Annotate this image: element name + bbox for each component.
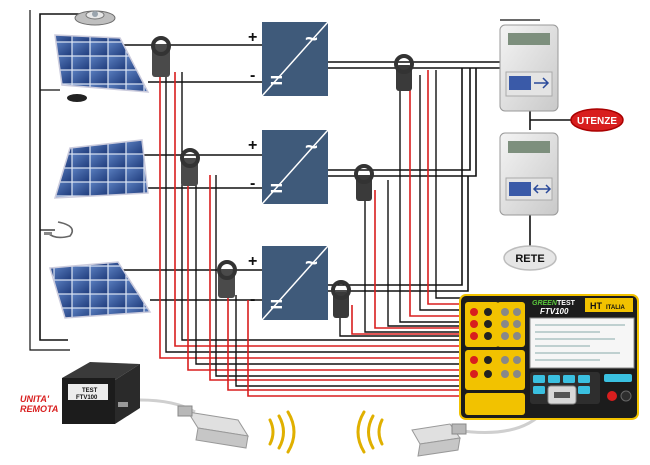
current-clamp-1 [151,36,171,77]
instrument-test: TEST [557,300,576,307]
instrument-maker-sub: ITALIA [606,305,626,311]
inverter-2-minus: - [250,175,255,192]
current-clamp-6 [331,280,351,318]
inverter-2-dc-symbol: = [270,176,283,201]
remote-unit-label-line1: UNITA' [20,394,50,404]
instrument-maker: HT [590,301,602,311]
bidirectional-arrow-icon [532,184,552,194]
irradiance-sensor [74,10,116,26]
remote-unit: TEST FTV100 [62,362,140,424]
energy-meter-production [499,24,559,112]
inverter-3-ac-symbol: ~ [305,250,318,275]
instrument-brand: GREEN [532,300,558,307]
inverter-3-plus: + [248,253,257,270]
temperature-probe [44,221,74,239]
inverter-1-ac-symbol: ~ [305,26,318,51]
ftv100-instrument: GREEN TEST FTV100 HT ITALIA [459,294,639,420]
arrow-right-icon [534,77,550,89]
current-clamp-4 [394,54,414,91]
solar-panel-2 [53,139,149,199]
solar-panel-3 [49,261,152,319]
current-clamp-3 [217,260,237,298]
wireless-adapter-right [411,423,467,457]
inverter-2-plus: + [248,137,257,154]
solar-panel-1 [54,34,150,102]
inverter-1: ~ = + - [248,21,329,97]
inverter-3-minus: - [250,291,255,308]
remote-unit-device-text: TEST [82,388,98,394]
wireless-signal-icon-left [268,410,296,454]
remote-unit-model: FTV100 [76,395,98,401]
inverter-2: ~ = + - [248,129,329,205]
wireless-signal-icon-right [356,410,384,454]
remote-unit-label-line2: REMOTA [20,404,58,414]
instrument-model: FTV100 [540,307,569,316]
utenze-badge: UTENZE [570,108,624,132]
wiring [29,10,575,434]
inverter-2-ac-symbol: ~ [305,134,318,159]
current-clamp-2 [180,148,200,186]
rete-label: RETE [515,253,544,265]
serial-connector-instrument [547,385,577,405]
current-clamp-5 [354,164,374,201]
energy-meter-exchange [499,132,559,216]
inverter-1-dc-symbol: = [270,68,283,93]
inverter-1-minus: - [250,67,255,84]
wireless-adapter-left [177,405,250,449]
rete-badge: RETE [503,245,557,271]
inverter-1-plus: + [248,29,257,46]
utenze-label: UTENZE [577,116,617,127]
inverter-3-dc-symbol: = [270,292,283,317]
inverter-3: ~ = + - [248,245,329,321]
